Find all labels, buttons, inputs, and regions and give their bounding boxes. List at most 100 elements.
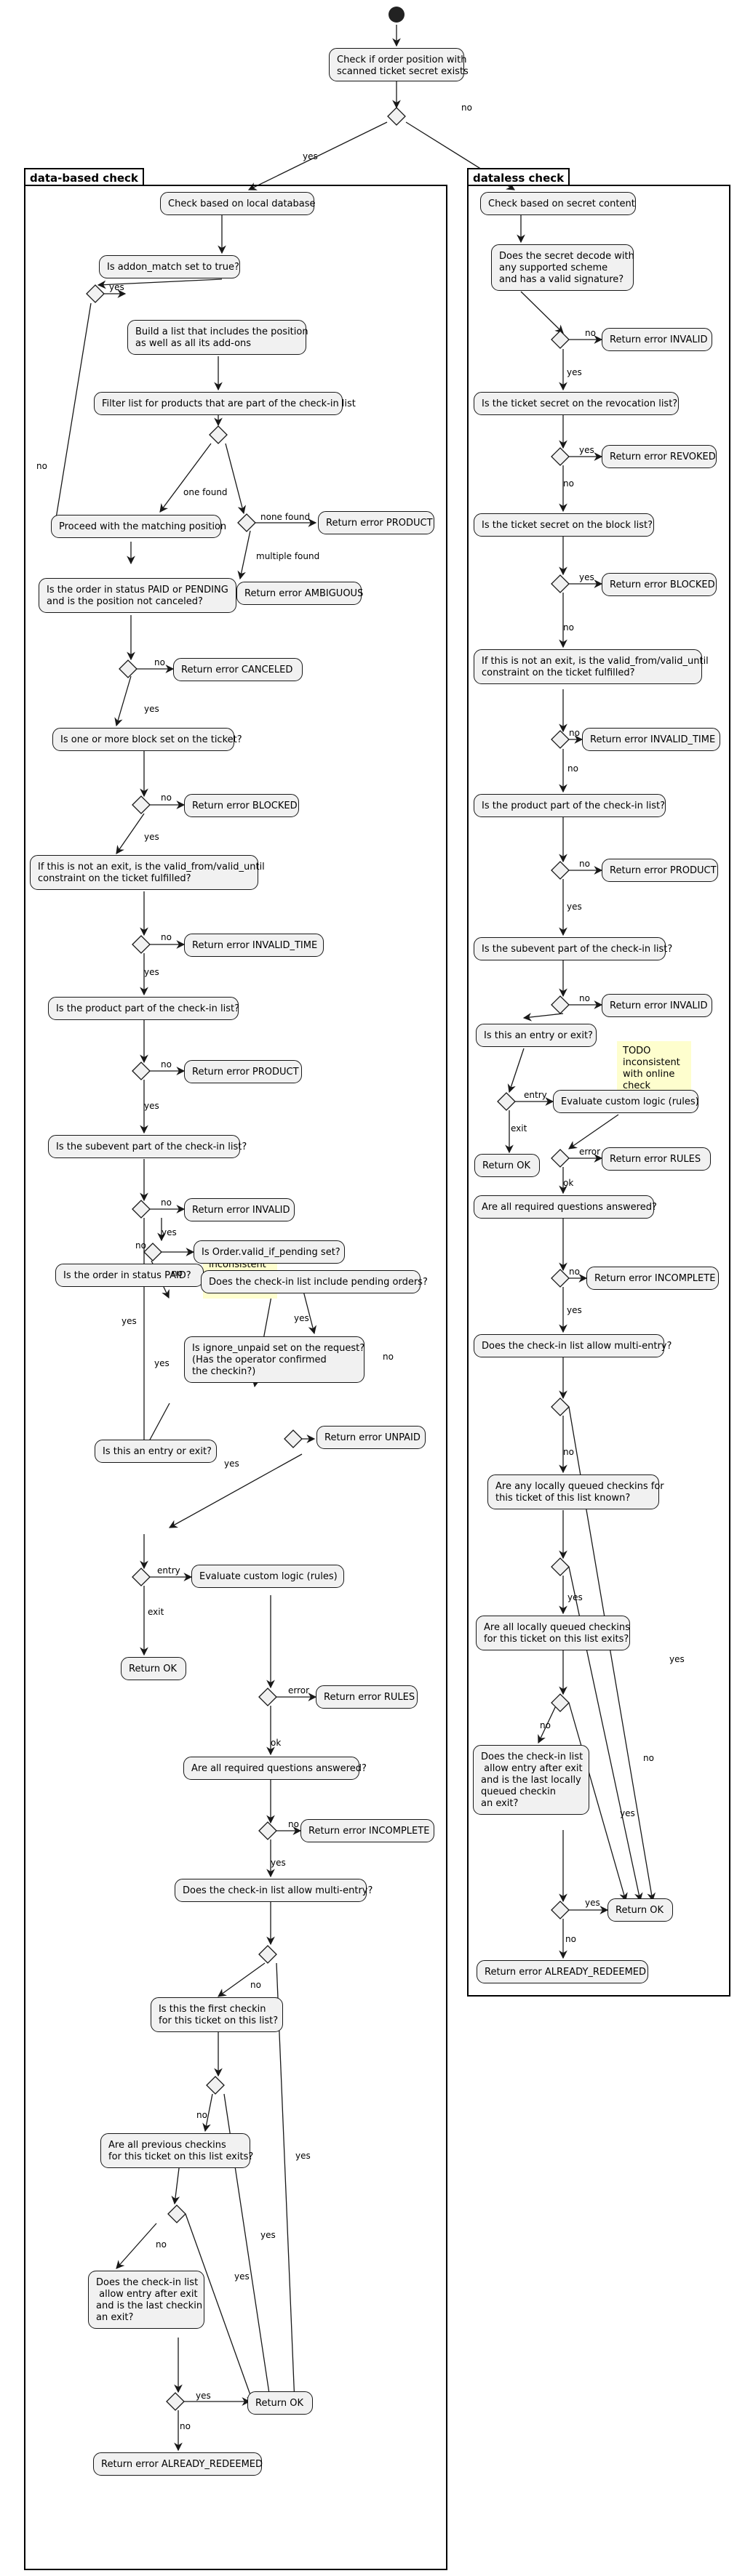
right-ok-label: ok (563, 1178, 574, 1188)
left-q-valid: If this is not an exit, is the valid_fro… (30, 855, 265, 890)
right-check-secret: Check based on secret content (480, 192, 636, 215)
left-err-canceled: Return error CANCELED (173, 658, 303, 681)
right-err-invalid2: Return error INVALID (602, 994, 712, 1017)
left-multi-yes: yes (295, 2151, 311, 2161)
partition-right-tab: dataless check (467, 168, 570, 186)
left-err-invalid-time: Return error INVALID_TIME (184, 934, 324, 957)
left-ignore-yes: yes (224, 1458, 239, 1469)
right-multi-yes: yes (669, 1654, 685, 1664)
right-decode-yes: yes (567, 367, 582, 377)
left-custom-logic: Evaluate custom logic (rules) (191, 1565, 344, 1588)
left-q-product: Is the product part of the check-in list… (48, 997, 239, 1020)
left-include-yes: yes (294, 1313, 309, 1323)
left-vpending-no: no (172, 1268, 183, 1278)
right-eae-no: no (565, 1934, 576, 1944)
right-valid-no: no (569, 728, 580, 738)
left-eae-no: no (180, 2421, 191, 2431)
left-addon-match: Is addon_match set to true? (99, 255, 240, 278)
left-questions-no: no (288, 1819, 299, 1829)
left-q-questions: Are all required questions answered? (183, 1757, 367, 1780)
left-product-yes: yes (144, 1101, 159, 1111)
right-eae-yes: yes (585, 1898, 600, 1908)
right-valid-yes: no (567, 763, 578, 774)
right-q-questions: Are all required questions answered? (474, 1195, 657, 1219)
right-decode-no: no (585, 328, 596, 338)
left-none-found: none found (260, 512, 311, 522)
left-q-paid: Is the order in status PAID or PENDING a… (39, 578, 236, 613)
start-question: Check if order position with scanned tic… (329, 48, 469, 81)
left-first-yes: yes (260, 2230, 276, 2240)
left-err-redeemed: Return error ALREADY_REDEEMED (93, 2452, 263, 2476)
left-valid-no: no (161, 932, 172, 942)
left-ok-label: ok (271, 1738, 282, 1748)
left-paid-yes: yes (144, 704, 159, 714)
right-err-invalid-time: Return error INVALID_TIME (582, 728, 720, 751)
right-q-entry-exit: Is this an entry or exit? (476, 1024, 597, 1047)
right-q-queued-exits: Are all locally queued checkins for this… (476, 1616, 630, 1650)
left-prev-no: no (156, 2239, 167, 2250)
right-product-yes: yes (567, 902, 582, 912)
left-proceed: Proceed with the matching position (51, 515, 226, 538)
left-eae-yes: yes (196, 2391, 211, 2401)
left-q-first: Is this the first checkin for this ticke… (151, 1997, 283, 2032)
left-return-ok-exit: Return OK (121, 1657, 186, 1680)
right-error-label: error (579, 1147, 601, 1157)
left-exit-label: exit (148, 1607, 164, 1617)
right-q-block: Is the ticket secret on the block list? (474, 513, 654, 537)
left-status-no: no (135, 1240, 146, 1251)
left-build-list: Build a list that includes the position … (127, 320, 308, 355)
left-multiple-found: multiple found (256, 551, 320, 561)
right-custom-logic: Evaluate custom logic (rules) (553, 1090, 699, 1113)
right-product-no: no (579, 859, 590, 869)
right-q-revocation: Is the ticket secret on the revocation l… (474, 392, 679, 415)
left-questions-yes: yes (271, 1858, 286, 1868)
left-block-yes: yes (144, 832, 159, 842)
left-err-incomplete: Return error INCOMPLETE (300, 1819, 434, 1842)
top-no-label: no (461, 103, 472, 113)
left-return-ok: Return OK (247, 2391, 313, 2415)
right-queued-no: no (643, 1753, 654, 1763)
left-valid-yes: yes (144, 967, 159, 977)
left-err-ambiguous: Return error AMBIGUOUS (236, 582, 363, 605)
left-err-product1: Return error PRODUCT (318, 511, 434, 534)
right-block-no: no (563, 622, 574, 633)
right-err-product: Return error PRODUCT (602, 859, 718, 882)
left-one-found: one found (183, 487, 228, 497)
right-return-ok-exit: Return OK (474, 1154, 540, 1177)
partition-left (24, 185, 447, 2570)
right-q-subevent: Is the subevent part of the check-in lis… (474, 937, 672, 960)
right-err-blocked: Return error BLOCKED (602, 573, 717, 596)
top-yes-label: yes (303, 151, 318, 161)
left-q-include-pending: Does the check-in list include pending o… (201, 1270, 428, 1293)
left-subevent-no: no (161, 1197, 172, 1208)
left-first-no: no (196, 2110, 207, 2120)
right-block-yes: yes (579, 572, 594, 582)
right-return-ok: Return OK (607, 1898, 673, 1922)
right-q-queued-known: Are any locally queued checkins for this… (487, 1474, 664, 1509)
left-entry-label: entry (157, 1565, 180, 1576)
left-q-entry-exit: Is this an entry or exit? (95, 1440, 217, 1463)
right-revocation-no: no (563, 478, 574, 489)
right-q-product: Is the product part of the check-in list… (474, 794, 666, 817)
right-questions-yes: yes (567, 1305, 582, 1315)
right-err-revoked: Return error REVOKED (602, 445, 717, 468)
right-queued-yes: yes (567, 1592, 583, 1602)
left-err-product2: Return error PRODUCT (184, 1060, 302, 1083)
left-addon-no: no (36, 461, 47, 471)
left-q-entry-after-exit: Does the check-in list allow entry after… (88, 2271, 204, 2329)
partition-right (467, 185, 730, 1997)
left-err-unpaid: Return error UNPAID (316, 1426, 426, 1449)
right-err-redeemed: Return error ALREADY_REDEEMED (477, 1960, 648, 1983)
right-q-valid: If this is not an exit, is the valid_fro… (474, 649, 709, 684)
left-product-no: no (161, 1059, 172, 1070)
left-q-subevent: Is the subevent part of the check-in lis… (48, 1135, 247, 1158)
left-include-no: no (383, 1352, 394, 1362)
right-subevent-no: no (579, 993, 590, 1003)
left-multi-no: no (250, 1980, 261, 1990)
left-err-blocked: Return error BLOCKED (184, 794, 299, 817)
left-canceled-no: no (154, 657, 165, 667)
left-q-valid-pending: Is Order.valid_if_pending set? (194, 1240, 345, 1264)
partition-left-tab: data-based check (24, 168, 144, 186)
left-q-multi: Does the check-in list allow multi-entry… (175, 1879, 373, 1902)
left-err-rules: Return error RULES (316, 1685, 418, 1709)
